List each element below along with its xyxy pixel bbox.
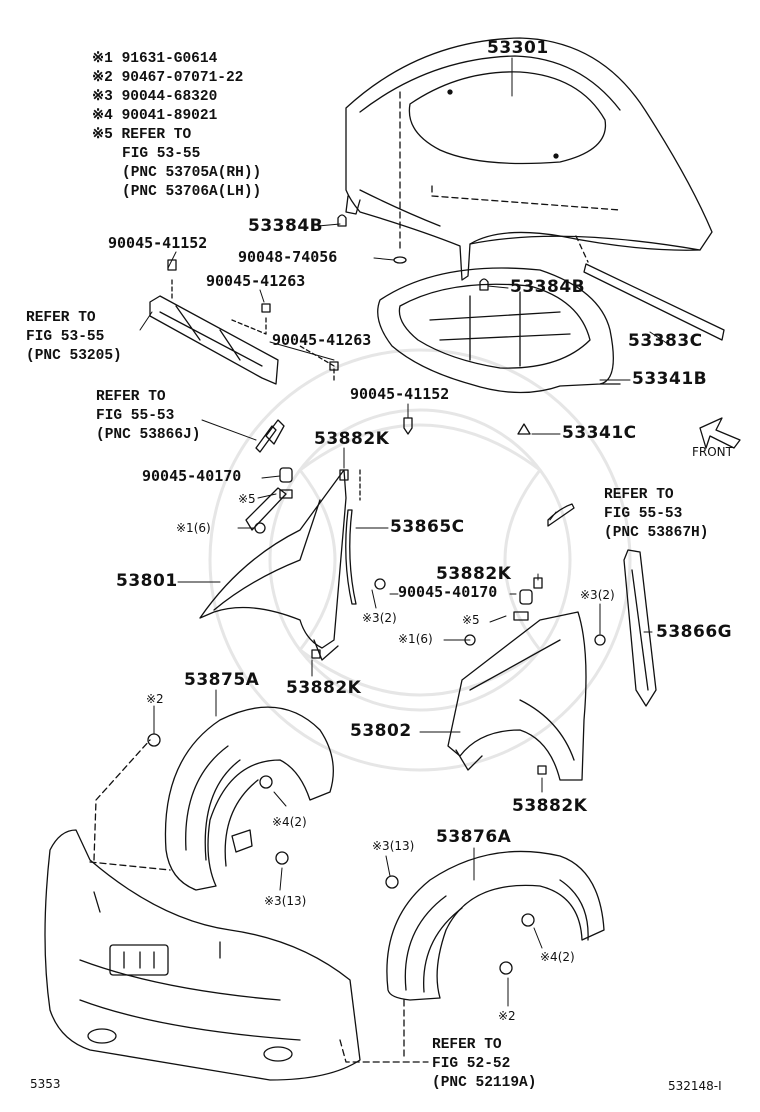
seal-53866g [623,549,657,707]
label-insulator-clip: 53341C [562,423,637,443]
cowl-bracket [149,259,339,385]
label-seal-k-right-top: 53882K [436,564,512,584]
fender-right [447,503,587,781]
clip-41152-mid [403,417,413,435]
ref-line: (PNC 53867H) [604,525,709,541]
leader-lines [139,57,669,1007]
callout-m5-right: ※5 [462,613,480,627]
legend-part: 90041-89021 [121,108,218,124]
label-clip-40170-left: 90045-40170 [142,467,242,485]
legend-ref-line: (PNC 53706A(LH)) [122,184,262,200]
insulator-clip [517,423,531,435]
callout-m4-2-right: ※4(2) [540,950,575,964]
ref-line: FIG 55-53 [96,408,175,424]
legend-mark: ※3 [92,89,113,105]
label-hood: 53301 [487,38,549,58]
label-seal-53865c: 53865C [390,517,465,537]
label-seal-k-left-bottom: 53882K [286,678,362,698]
ref-line: (PNC 53205) [26,348,122,364]
ref-line: REFER TO [26,310,96,326]
seal-k-right-bottom [537,765,547,775]
front-arrow-icon [699,417,741,449]
callout-m3-2-left: ※3(2) [362,611,397,625]
seal-53866j [255,425,277,453]
bolt-set [147,522,606,975]
legend-part: 91631-G0614 [121,51,218,67]
legend-item: ※2 90467-07071-22 [92,69,261,88]
ref-line: FIG 53-55 [26,329,105,345]
fender-liner-left [89,706,334,891]
ref-line: REFER TO [96,389,166,405]
legend-ref-line: ※5 REFER TO [92,127,192,143]
footer-left: 5353 [30,1077,61,1091]
label-clip-41263-b: 90045-41263 [272,331,372,349]
label-weatherstrip: 53383C [628,331,703,351]
label-seal-k-top: 53882K [314,429,390,449]
fender-left [199,419,347,661]
ref-line: (PNC 52119A) [432,1075,537,1091]
footer-right: 532148-I [668,1079,722,1093]
front-bumper [44,829,429,1081]
label-bumper-53384b-right: 53384B [510,277,586,297]
legend-ref-line: FIG 53-55 [122,146,201,162]
ref-line: REFER TO [432,1037,502,1053]
label-fender-left: 53801 [116,571,178,591]
hood-insulator [377,267,621,394]
seal-k-left-bottom [311,649,321,659]
watermark-emblem [208,348,632,772]
label-liner-left: 53875A [184,670,260,690]
ref-line: FIG 55-53 [604,506,683,522]
clip-40170-right [513,589,533,621]
callout-m5-left: ※5 [238,492,256,506]
ref-53867h: REFER TO FIG 55-53 (PNC 53867H) [604,486,708,543]
callout-m2-top: ※2 [146,692,164,706]
legend-block: ※1 91631-G0614 ※2 90467-07071-22 ※3 9004… [92,50,261,202]
seal-53865c [345,469,361,605]
label-seal-53866g: 53866G [656,622,733,642]
front-label: FRONT [692,445,733,459]
label-seal-k-right-bottom: 53882K [512,796,588,816]
clip-40170-left [279,467,293,499]
label-liner-right: 53876A [436,827,512,847]
ref-52119a: REFER TO FIG 52-52 (PNC 52119A) [432,1036,536,1093]
hood-bumper-left [337,214,347,227]
label-clip-40170-right: 90045-40170 [398,583,498,601]
legend-ref-line: (PNC 53705A(RH)) [122,165,262,181]
hood-panel [345,37,713,281]
fender-liner-right [386,850,605,1061]
ref-53205: REFER TO FIG 53-55 (PNC 53205) [26,309,122,366]
seal-k-top [339,469,349,481]
label-fender-right: 53802 [350,721,412,741]
hood-bumper-right [479,278,489,291]
label-insulator: 53341B [632,369,708,389]
legend-item: ※3 90044-68320 [92,88,261,107]
callout-m1-left: ※1(6) [176,521,211,535]
callout-m3-2-right: ※3(2) [580,588,615,602]
label-plug-74056: 90048-74056 [238,248,338,266]
label-clip-41152-top: 90045-41152 [108,234,208,252]
hood-weatherstrip [575,235,725,341]
ref-line: REFER TO [604,487,674,503]
label-clip-41152-mid: 90045-41152 [350,385,450,403]
legend-mark: ※1 [92,51,113,67]
ref-53866j: REFER TO FIG 55-53 (PNC 53866J) [96,388,200,445]
callout-m4-2-left: ※4(2) [272,815,307,829]
callout-m3-13-left: ※3(13) [264,894,307,908]
legend-mark: ※4 [92,108,113,124]
legend-mark: ※2 [92,70,113,86]
label-clip-41263-a: 90045-41263 [206,272,306,290]
legend-item: ※1 91631-G0614 [92,50,261,69]
callout-m3-13-right: ※3(13) [372,839,415,853]
callout-m1-right: ※1(6) [398,632,433,646]
legend-part: 90044-68320 [121,89,218,105]
ref-line: FIG 52-52 [432,1056,511,1072]
ref-line: (PNC 53866J) [96,427,201,443]
legend-item: ※4 90041-89021 [92,107,261,126]
label-bumper-53384b-left: 53384B [248,216,324,236]
legend-part: 90467-07071-22 [121,70,244,86]
hood-plug [393,256,407,264]
callout-m2-bottom: ※2 [498,1009,516,1023]
